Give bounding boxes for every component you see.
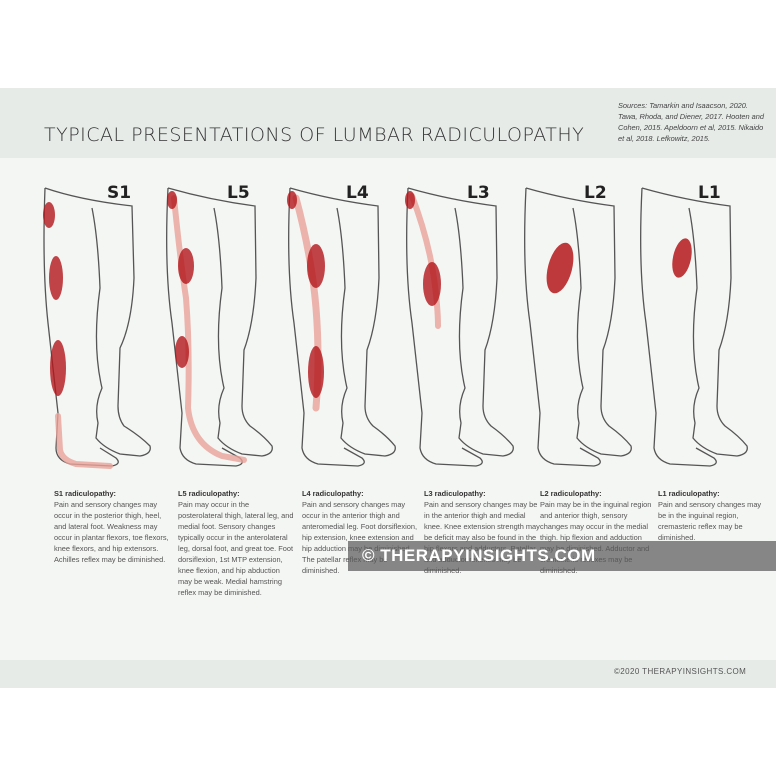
description-s1: S1 radiculopathy: Pain and sensory chang… <box>54 488 170 565</box>
level-label-l3: L3 <box>467 183 490 203</box>
level-label-l5: L5 <box>227 183 250 203</box>
leg-figures: S1 L5 L4 L3 <box>43 183 748 469</box>
level-label-s1: S1 <box>107 183 131 203</box>
figure-l4: L4 <box>287 183 396 467</box>
pain-area <box>50 340 66 396</box>
pain-area <box>405 191 415 209</box>
description-l5: L5 radiculopathy: Pain may occur in the … <box>178 488 294 598</box>
description-heading: L4 radiculopathy: <box>302 489 364 498</box>
pain-area <box>43 202 55 228</box>
pain-area <box>307 244 325 288</box>
description-heading: S1 radiculopathy: <box>54 489 117 498</box>
pain-area <box>49 256 63 300</box>
pain-area <box>423 262 441 306</box>
sources-note: Sources: Tamarkin and Isaacson, 2020. Ta… <box>618 101 765 143</box>
figure-l1: L1 <box>640 183 748 467</box>
pain-area <box>287 191 297 209</box>
description-l1: L1 radiculopathy: Pain and sensory chang… <box>658 488 768 543</box>
level-label-l1: L1 <box>698 183 721 203</box>
pain-area <box>167 191 177 209</box>
figure-l3: L3 <box>405 183 514 467</box>
figure-l5: L5 <box>166 183 273 467</box>
poster-title: TYPICAL PRESENTATIONS OF LUMBAR RADICULO… <box>44 124 585 146</box>
footer-band <box>0 660 776 688</box>
pain-area <box>546 242 574 294</box>
figure-s1: S1 <box>43 183 151 469</box>
description-heading: L2 radiculopathy: <box>540 489 602 498</box>
description-heading: L3 radiculopathy: <box>424 489 486 498</box>
description-text: Pain and sensory changes may be in the i… <box>658 500 762 542</box>
figure-l2: L2 <box>524 183 632 467</box>
description-text: Pain may occur in the posterolateral thi… <box>178 500 294 597</box>
pain-area <box>178 248 194 284</box>
pain-area <box>672 238 692 278</box>
description-heading: L1 radiculopathy: <box>658 489 720 498</box>
copyright-text: ©2020 THERAPYINSIGHTS.COM <box>614 667 747 676</box>
level-label-l4: L4 <box>346 183 369 203</box>
header-band <box>0 88 776 158</box>
pain-area <box>308 346 324 398</box>
description-text: Pain and sensory changes may occur in th… <box>54 500 169 564</box>
watermark-banner: © THERAPYINSIGHTS.COM <box>348 541 776 571</box>
poster: TYPICAL PRESENTATIONS OF LUMBAR RADICULO… <box>0 88 776 688</box>
level-label-l2: L2 <box>584 183 607 203</box>
description-heading: L5 radiculopathy: <box>178 489 240 498</box>
pain-area <box>175 336 189 368</box>
